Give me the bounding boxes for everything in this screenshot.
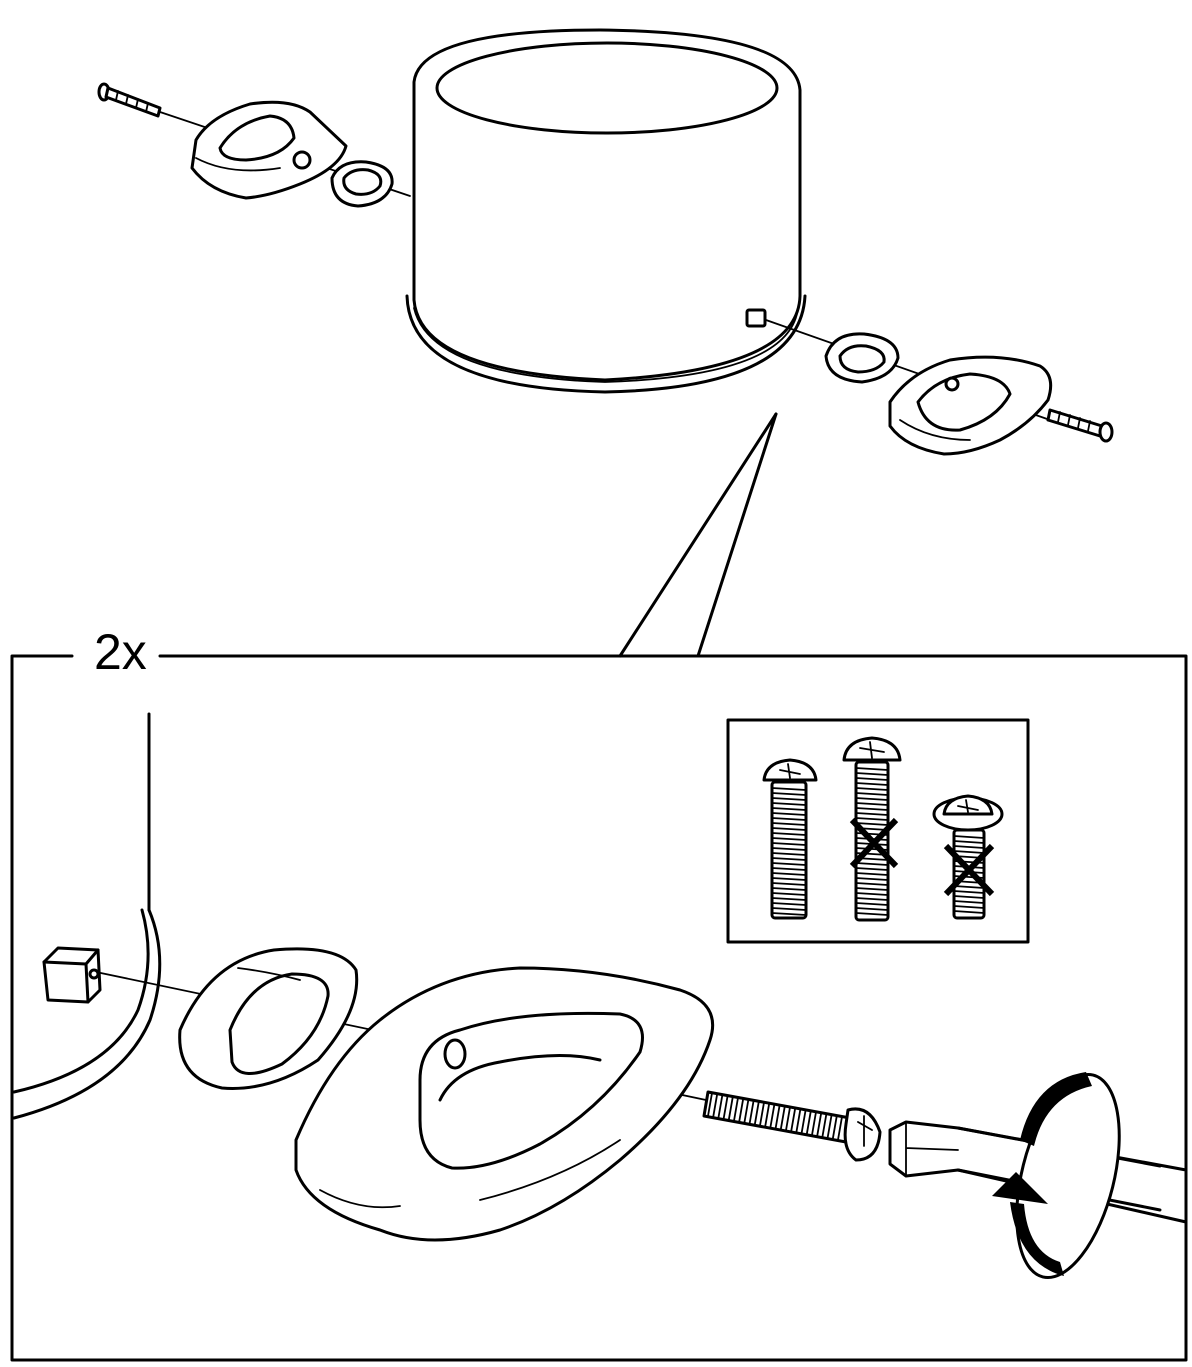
- detail-nut-icon: [42, 946, 102, 1004]
- rotation-arrow-icon: [992, 1072, 1121, 1280]
- zoom-callout-lines: [618, 412, 778, 658]
- right-handle-icon: [888, 355, 1053, 456]
- screw-guide-panel: [726, 718, 1030, 944]
- detail-frame: [10, 654, 1188, 1362]
- detail-canister-wall: [12, 712, 162, 1120]
- long-pan-head-screw-icon: [842, 736, 902, 922]
- canister-body: [405, 28, 807, 394]
- left-screw-icon: [97, 82, 162, 118]
- detail-screw-icon: [702, 1090, 882, 1162]
- left-spacer-ring-icon: [330, 160, 394, 208]
- washer-head-screw-icon: [932, 794, 1004, 920]
- quantity-label: 2x: [90, 622, 151, 682]
- pan-head-phillips-screw-icon: [762, 758, 818, 920]
- x-mark-icon: [849, 817, 899, 869]
- right-spacer-ring-icon: [824, 332, 900, 384]
- x-mark-icon: [943, 843, 995, 897]
- left-handle-icon: [190, 100, 348, 200]
- detail-spacer-ring-icon: [178, 947, 359, 1090]
- right-screw-icon: [1046, 408, 1114, 443]
- detail-handle-icon: [294, 966, 715, 1242]
